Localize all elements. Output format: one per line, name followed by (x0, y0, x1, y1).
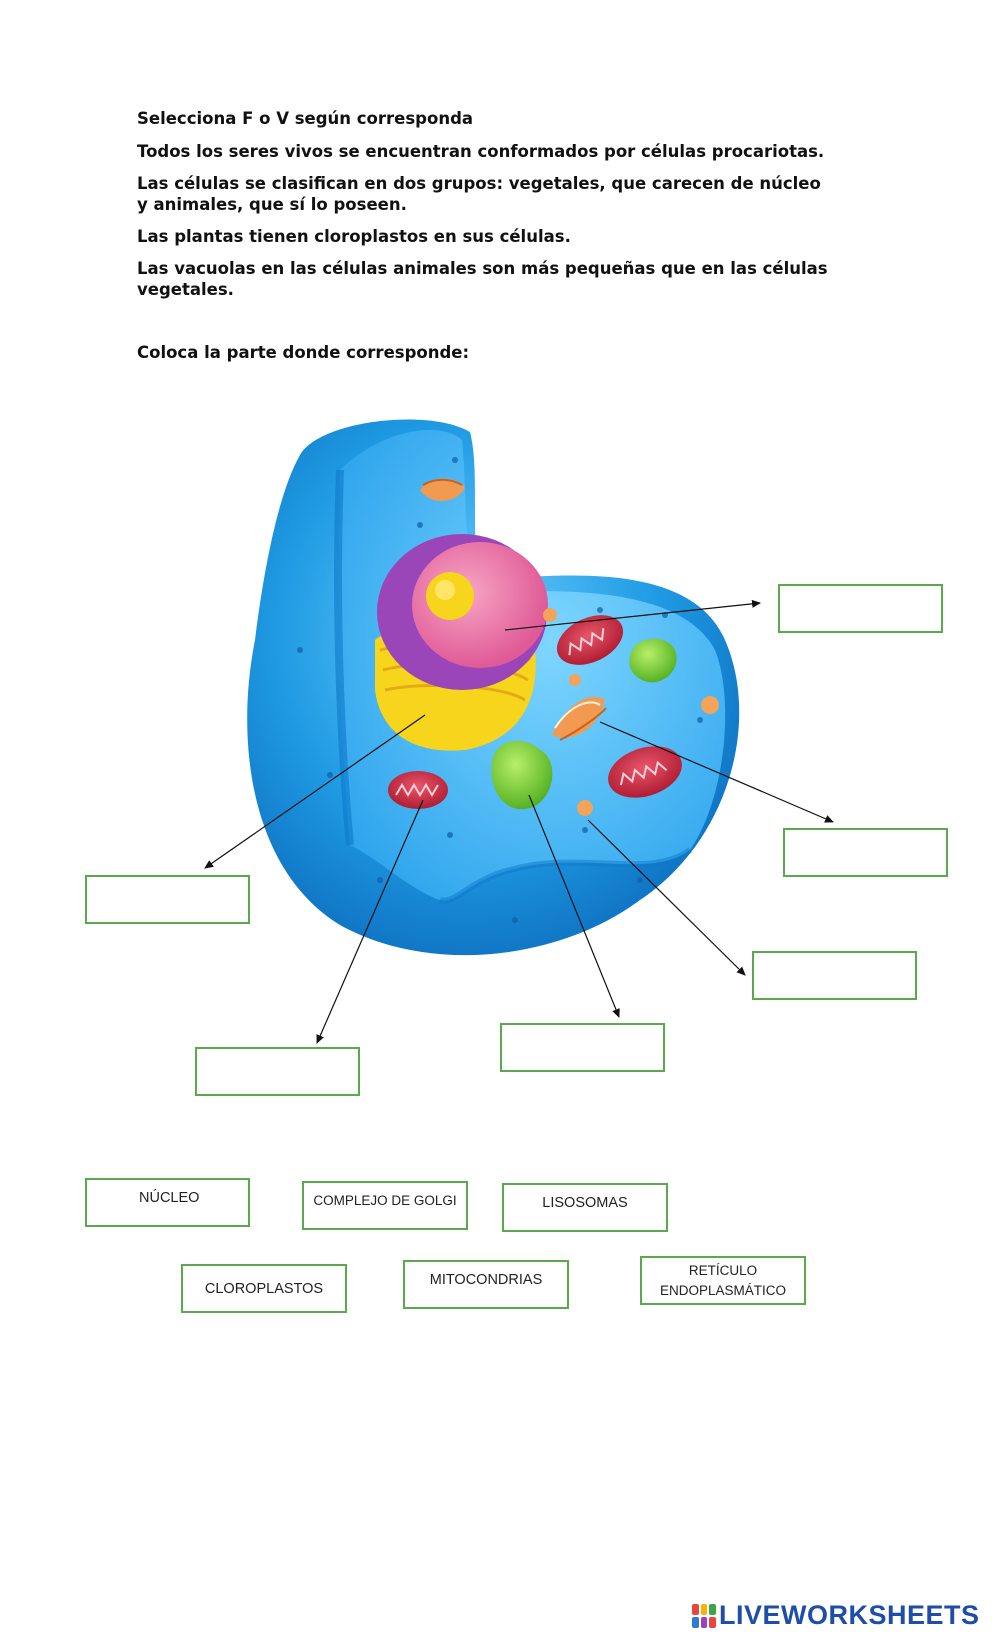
small-vesicles (543, 608, 719, 816)
logo-mark-icon (692, 1603, 716, 1628)
chip-nucleo-label: NÚCLEO (139, 1190, 200, 1206)
section-title-label-cell: Coloca la parte donde corresponde: (137, 343, 470, 362)
nucleus (377, 534, 548, 690)
chip-mitocondrias[interactable]: MITOCONDRIAS (403, 1260, 569, 1309)
dropzone-6[interactable] (195, 1047, 360, 1096)
dropzone-4[interactable] (752, 951, 917, 1000)
dropzone-2[interactable] (85, 875, 250, 924)
chip-lisosomas[interactable]: LISOSOMAS (502, 1183, 668, 1232)
liveworksheets-logo: LIVEWORKSHEETS (692, 1600, 980, 1631)
chip-golgi-label: COMPLEJO DE GOLGI (313, 1193, 457, 1208)
statement-3: Las plantas tienen cloroplastos en sus c… (137, 227, 571, 246)
statement-1: Todos los seres vivos se encuentran conf… (137, 142, 825, 161)
statement-2: Las células se clasifican en dos grupos:… (137, 174, 821, 214)
chip-cloroplastos-label: CLOROPLASTOS (204, 1280, 324, 1297)
section-title-true-false: Selecciona F o V según corresponda (137, 109, 474, 128)
logo-text: LIVEWORKSHEETS (719, 1600, 980, 1630)
dropzone-5[interactable] (500, 1023, 665, 1072)
statement-4: Las vacuolas en las células animales son… (137, 259, 828, 299)
dropzone-1[interactable] (778, 584, 943, 633)
chip-mitocondrias-label: MITOCONDRIAS (429, 1272, 543, 1288)
chip-complejo-de-golgi[interactable]: COMPLEJO DE GOLGI (302, 1181, 468, 1230)
golgi-small (420, 478, 465, 502)
mitochondria (388, 615, 682, 809)
chip-reticulo-label-line1: RETÍCULO (688, 1262, 758, 1278)
dropzone-3[interactable] (783, 828, 948, 877)
chip-cloroplastos[interactable]: CLOROPLASTOS (181, 1264, 347, 1313)
chip-reticulo-label-line2: ENDOPLASMÁTICO (659, 1282, 787, 1298)
chip-nucleo[interactable]: NÚCLEO (85, 1178, 250, 1227)
chip-lisosomas-label: LISOSOMAS (542, 1195, 628, 1211)
chip-reticulo-endoplasmatico[interactable]: RETÍCULO ENDOPLASMÁTICO (640, 1256, 806, 1305)
pointer-arrows (204, 599, 834, 1044)
green-vesicles (491, 638, 677, 810)
golgi-apparatus (552, 696, 607, 741)
